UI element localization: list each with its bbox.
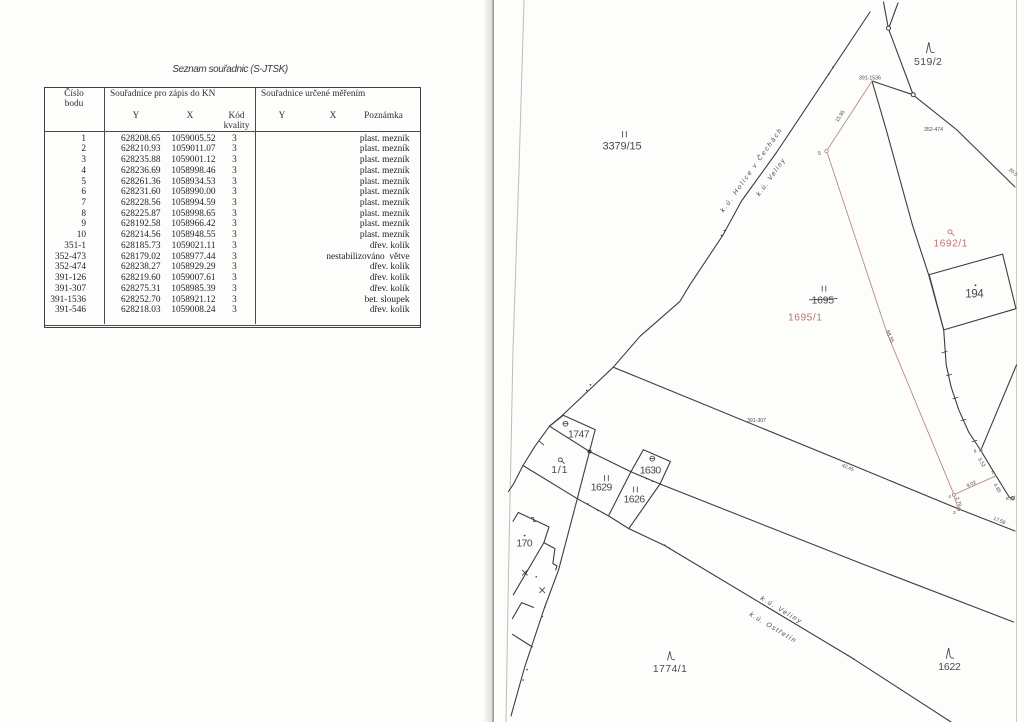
svg-text:5: 5: [818, 151, 821, 157]
svg-text:1/1: 1/1: [551, 464, 568, 476]
svg-text:1695: 1695: [812, 296, 835, 307]
svg-text:15.95: 15.95: [835, 109, 847, 123]
svg-text:1692/1: 1692/1: [933, 239, 968, 250]
svg-text:3: 3: [953, 510, 956, 516]
svg-text:9.02: 9.02: [966, 480, 978, 490]
svg-text:519/2: 519/2: [914, 56, 942, 68]
svg-text:7: 7: [991, 471, 994, 477]
svg-text:2.79: 2.79: [954, 496, 963, 507]
svg-text:1626: 1626: [624, 493, 646, 505]
svg-text:1747: 1747: [568, 428, 590, 440]
svg-text:391-307: 391-307: [747, 418, 766, 424]
svg-text:1629: 1629: [591, 482, 613, 494]
svg-text:4: 4: [948, 494, 951, 500]
svg-text:42.45: 42.45: [841, 463, 855, 473]
svg-text:1630: 1630: [640, 464, 662, 476]
svg-text:6: 6: [974, 449, 977, 455]
svg-text:1622: 1622: [938, 662, 961, 673]
svg-text:30.5: 30.5: [1007, 167, 1018, 178]
svg-text:1774/1: 1774/1: [653, 664, 688, 675]
svg-text:391-1536: 391-1536: [859, 76, 881, 82]
svg-text:170: 170: [516, 538, 532, 549]
svg-text:68.55: 68.55: [884, 329, 895, 343]
svg-text:4.88: 4.88: [992, 483, 1002, 495]
svg-text:8: 8: [1006, 496, 1009, 502]
svg-text:194: 194: [965, 288, 984, 300]
svg-text:5.52: 5.52: [976, 457, 986, 469]
svg-text:1695/1: 1695/1: [788, 312, 823, 323]
svg-text:3379/15: 3379/15: [603, 140, 642, 152]
svg-text:352-474: 352-474: [924, 127, 943, 133]
svg-text:17.58: 17.58: [992, 516, 1006, 526]
